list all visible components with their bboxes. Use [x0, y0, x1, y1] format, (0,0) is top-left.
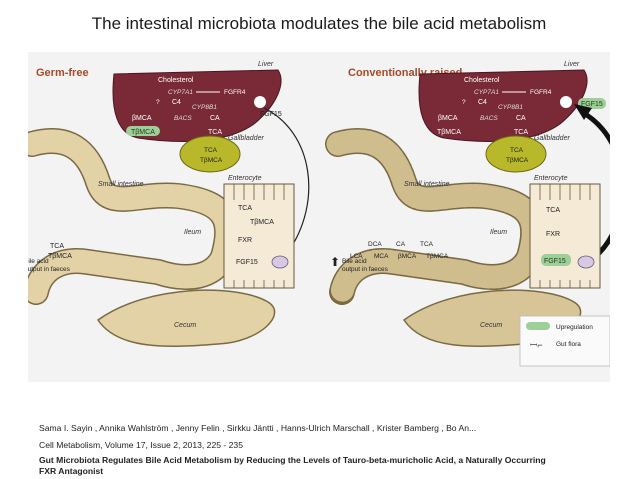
- legend-gut-flora-label: Gut flora: [556, 341, 581, 348]
- ent-fgf15-right: FGF15: [544, 258, 566, 265]
- ent-tca-left: TCA: [238, 205, 252, 212]
- enterocyte-label-left: Enterocyte: [228, 175, 262, 182]
- fgf15-liver-label-left: FGF15: [260, 111, 282, 118]
- bile-output-label-right-1: Bile acid: [342, 258, 367, 265]
- citation-authors: Sama I. Sayin , Annika Wahlström , Jenny…: [39, 423, 477, 433]
- fxr-left: FXR: [238, 237, 252, 244]
- cyp8b1-left: CYP8B1: [192, 104, 217, 111]
- panel-germ-free: Germ-free Cecum Liver Cholesterol CYP7A1…: [12, 61, 310, 347]
- gb-tca-left: TCA: [204, 147, 218, 154]
- liver-label-left: Liver: [258, 61, 274, 68]
- gallbladder-label-right: Gallbladder: [534, 135, 570, 142]
- c4-right: C4: [478, 99, 487, 106]
- c4-left: C4: [172, 99, 181, 106]
- si-tca-left: TCA: [50, 243, 64, 250]
- ca-right: CA: [516, 115, 526, 122]
- ileum-label-left: Ileum: [184, 229, 201, 236]
- nucleus-left: [271, 255, 289, 269]
- cyp8b1-right: CYP8B1: [498, 104, 523, 111]
- small-intestine-label-left: Small intestine: [98, 181, 144, 188]
- dca-right: DCA: [368, 241, 382, 248]
- ca-left: CA: [210, 115, 220, 122]
- gut-flora-icon: ꟷ⌐: [530, 340, 543, 350]
- bile-output-label-left-1: Bile acid: [28, 258, 49, 265]
- ca2-right: CA: [396, 241, 406, 248]
- gallbladder-label-left: Gallbladder: [228, 135, 264, 142]
- slide-title: The intestinal microbiota modulates the …: [91, 14, 547, 33]
- bile-output-arrow-right: ⬆: [330, 255, 340, 269]
- tbmca-right: TβMCA: [437, 129, 461, 136]
- fxr-right: FXR: [546, 231, 560, 238]
- bmca2-right: βMCA: [398, 253, 417, 260]
- legend: Upregulation ꟷ⌐ Gut flora: [519, 315, 611, 367]
- bmca-right: βMCA: [438, 115, 458, 122]
- cholesterol-right: Cholesterol: [464, 77, 500, 84]
- ent-tca-right: TCA: [546, 207, 560, 214]
- fgfr4-right: FGFR4: [530, 89, 552, 96]
- gb-tbmca-right: TβMCA: [506, 157, 529, 164]
- gb-tca-right: TCA: [510, 147, 524, 154]
- ileum-label-right: Ileum: [490, 229, 507, 236]
- gallbladder-right: [485, 135, 547, 173]
- fgf15-liver-label-right: FGF15: [581, 101, 603, 108]
- fgf15-receptor-right: [558, 94, 574, 110]
- citation-journal: Cell Metabolism, Volume 17, Issue 2, 201…: [39, 440, 243, 450]
- panel-heading-germ-free: Germ-free: [36, 67, 89, 79]
- tbmca-highlight-left: [126, 126, 160, 136]
- fgf15-highlight-right: [578, 98, 606, 109]
- nucleus-right: [577, 255, 595, 269]
- panel-conventionally-raised: Conventionally raised Cecum Liver Choles…: [325, 61, 626, 367]
- cyp7a1-left: CYP7A1: [168, 89, 193, 96]
- ent-fgf15-highlight-right: [541, 254, 571, 266]
- q-mark-right: ?: [462, 99, 466, 106]
- bmca-left: βMCA: [132, 115, 152, 122]
- ent-tbmca-left: TβMCA: [250, 219, 274, 226]
- fgf15-return-arrow-left: [263, 107, 310, 253]
- tbmca-left: TβMCA: [131, 129, 155, 136]
- bacs-right: BACS: [480, 115, 498, 122]
- liver-label-right: Liver: [564, 61, 580, 68]
- tca-right: TCA: [514, 129, 528, 136]
- si-tbmca-left: TβMCA: [48, 253, 72, 260]
- small-intestine-label-right: Small intestine: [404, 181, 450, 188]
- gallbladder-left: [179, 135, 241, 173]
- cecum-left: [96, 289, 276, 347]
- citation-title: Gut Microbiota Regulates Bile Acid Metab…: [39, 455, 546, 476]
- cecum-label-left: Cecum: [174, 322, 196, 329]
- bile-output-label-left-2: output in faeces: [28, 266, 71, 273]
- fgf15-arrowhead-right: [574, 104, 592, 120]
- enterocyte-label-right: Enterocyte: [534, 175, 568, 182]
- cecum-label-right: Cecum: [480, 322, 502, 329]
- figure-svg: Germ-free Cecum Liver Cholesterol CYP7A1…: [12, 52, 626, 382]
- bile-output-label-right-2: output in faeces: [342, 266, 389, 273]
- bacs-left: BACS: [174, 115, 192, 122]
- gb-tbmca-left: TβMCA: [200, 157, 223, 164]
- lca-right: LCA: [350, 253, 363, 260]
- tca-left: TCA: [208, 129, 222, 136]
- ent-fgf15-left: FGF15: [236, 259, 258, 266]
- small-intestine-left: [20, 129, 239, 304]
- small-intestine-flora-right: [326, 129, 545, 304]
- cholesterol-left: Cholesterol: [158, 77, 194, 84]
- tca2-right: TCA: [420, 241, 434, 248]
- cyp7a1-right: CYP7A1: [474, 89, 499, 96]
- microbiota-figure: Germ-free Cecum Liver Cholesterol CYP7A1…: [12, 52, 626, 382]
- legend-upregulation-label: Upregulation: [556, 324, 593, 331]
- fgf15-receptor-left: [252, 94, 268, 110]
- legend-upregulation-swatch: [526, 322, 550, 330]
- mca-right: MCA: [374, 253, 389, 260]
- tbmca2-right: TβMCA: [426, 253, 449, 260]
- fgfr4-left: FGFR4: [224, 89, 246, 96]
- q-mark-left: ?: [156, 99, 160, 106]
